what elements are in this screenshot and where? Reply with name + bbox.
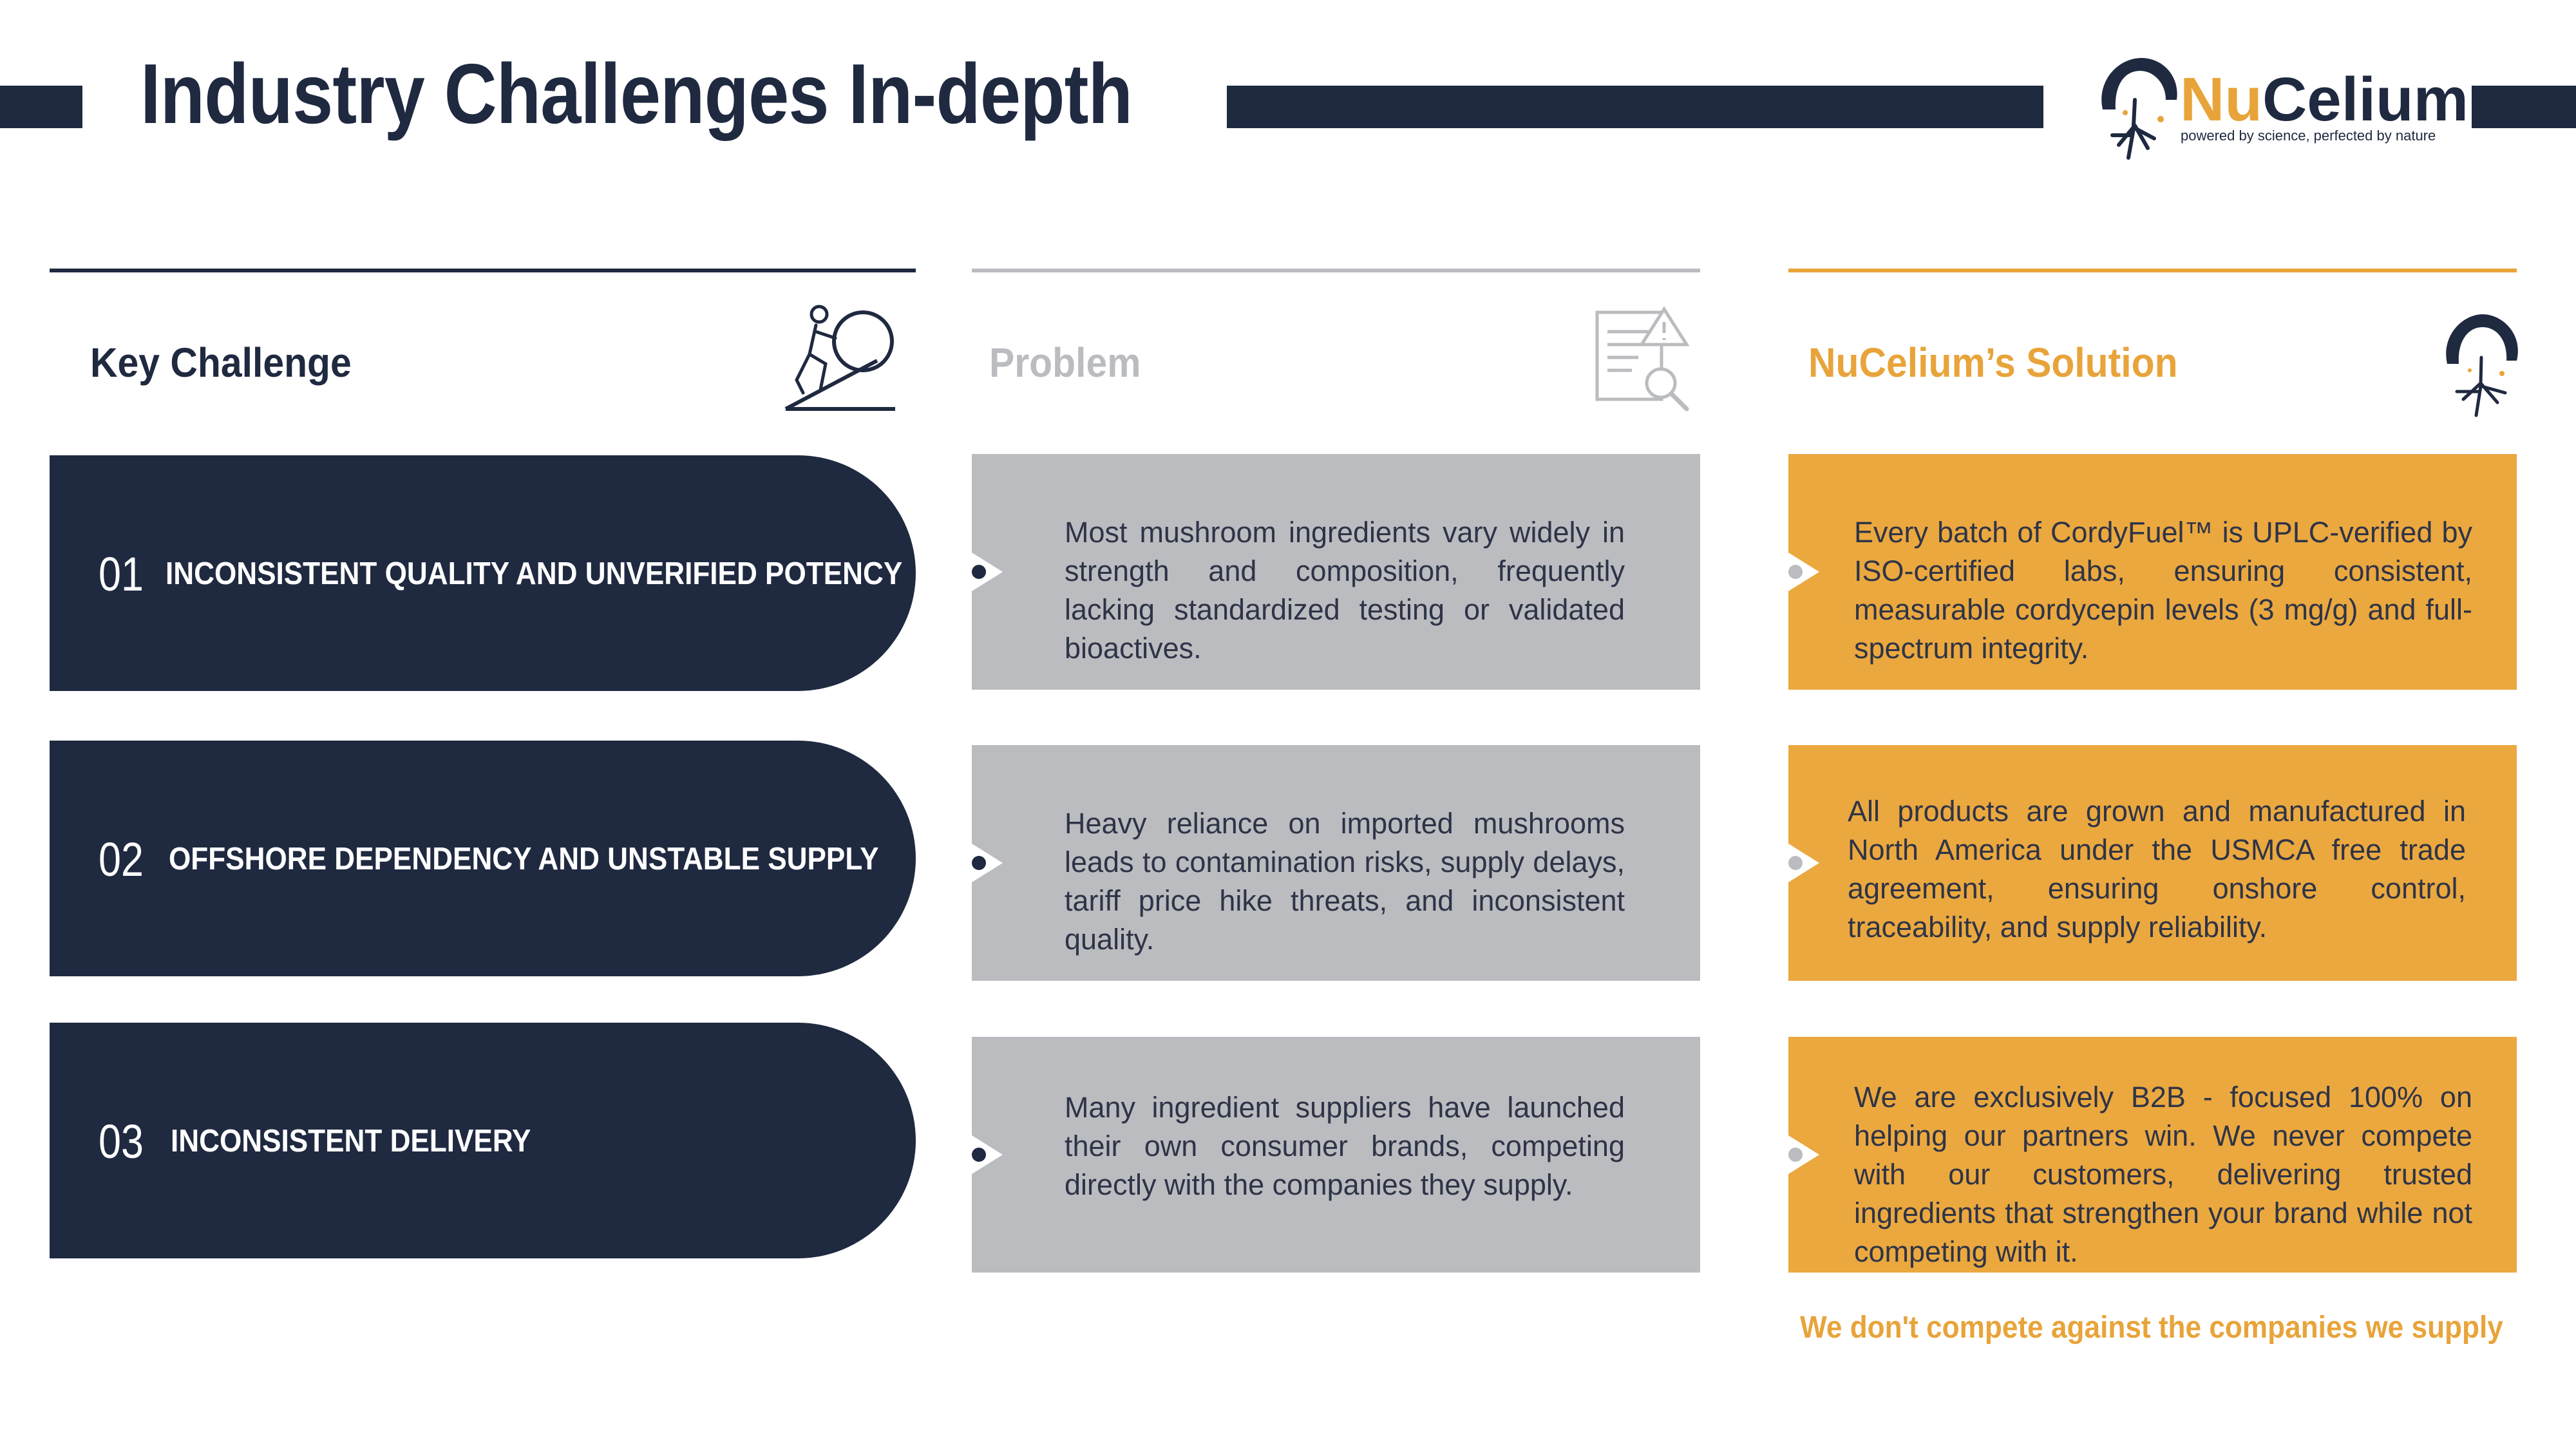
problem-dot	[972, 565, 986, 579]
header-bar-right	[2472, 86, 2576, 128]
problem-box-2: Heavy reliance on imported mushrooms lea…	[972, 745, 1700, 981]
solution-dot	[1788, 856, 1803, 870]
challenge-row-1: 01 INCONSISTENT QUALITY AND UNVERIFIED P…	[50, 455, 916, 691]
solution-dot	[1788, 1148, 1803, 1162]
header-bar-center	[1227, 86, 2043, 128]
problem-dot	[972, 856, 986, 870]
solution-text: Every batch of CordyFuel™ is UPLC-verifi…	[1854, 516, 2472, 665]
column-header-key-challenge: Key Challenge	[90, 339, 352, 386]
problem-rule	[972, 269, 1700, 272]
challenge-label: INCONSISTENT DELIVERY	[171, 1124, 531, 1159]
mushroom-logo-icon	[2101, 58, 2177, 160]
problem-text: Heavy reliance on imported mushrooms lea…	[1065, 807, 1625, 956]
problem-dot	[972, 1148, 986, 1162]
solution-box-2: All products are grown and manufactured …	[1788, 745, 2517, 981]
challenge-number: 01	[99, 547, 144, 601]
solution-text: All products are grown and manufactured …	[1848, 795, 2466, 943]
logo-tagline: powered by science, perfected by nature	[2181, 128, 2436, 144]
problem-box-3: Many ingredient suppliers have launched …	[972, 1037, 1700, 1273]
solution-rule	[1788, 269, 2517, 272]
solution-dot	[1788, 565, 1803, 579]
column-header-problem: Problem	[989, 339, 1141, 386]
logo-nu: Nu	[2180, 65, 2262, 134]
problem-box-1: Most mushroom ingredients vary widely in…	[972, 454, 1700, 690]
problem-text: Many ingredient suppliers have launched …	[1065, 1091, 1625, 1201]
logo	[2090, 48, 2425, 164]
challenge-number: 02	[99, 833, 144, 886]
challenge-label: OFFSHORE DEPENDENCY AND UNSTABLE SUPPLY	[169, 842, 879, 876]
logo-wordmark: NuCelium	[2180, 64, 2468, 135]
column-header-solution: NuCelium’s Solution	[1808, 339, 2178, 386]
header-bar-left	[0, 86, 82, 128]
footer-tagline: We don't compete against the companies w…	[1800, 1311, 2503, 1345]
challenge-number: 03	[99, 1115, 144, 1168]
challenge-row-3: 03 INCONSISTENT DELIVERY	[50, 1023, 916, 1258]
problem-text: Most mushroom ingredients vary widely in…	[1065, 516, 1625, 665]
page-title: Industry Challenges In-depth	[140, 46, 1133, 141]
mushroom-icon	[2446, 314, 2518, 417]
solution-box-1: Every batch of CordyFuel™ is UPLC-verifi…	[1788, 454, 2517, 690]
key-challenge-rule	[50, 269, 916, 272]
challenge-row-2: 02 OFFSHORE DEPENDENCY AND UNSTABLE SUPP…	[50, 741, 916, 976]
logo-celium: Celium	[2262, 65, 2469, 134]
solution-text: We are exclusively B2B - focused 100% on…	[1854, 1081, 2472, 1268]
challenge-label: INCONSISTENT QUALITY AND UNVERIFIED POTE…	[166, 556, 903, 591]
document-warning-icon	[1595, 306, 1690, 412]
climbing-boulder-icon	[784, 305, 895, 411]
solution-box-3: We are exclusively B2B - focused 100% on…	[1788, 1037, 2517, 1273]
